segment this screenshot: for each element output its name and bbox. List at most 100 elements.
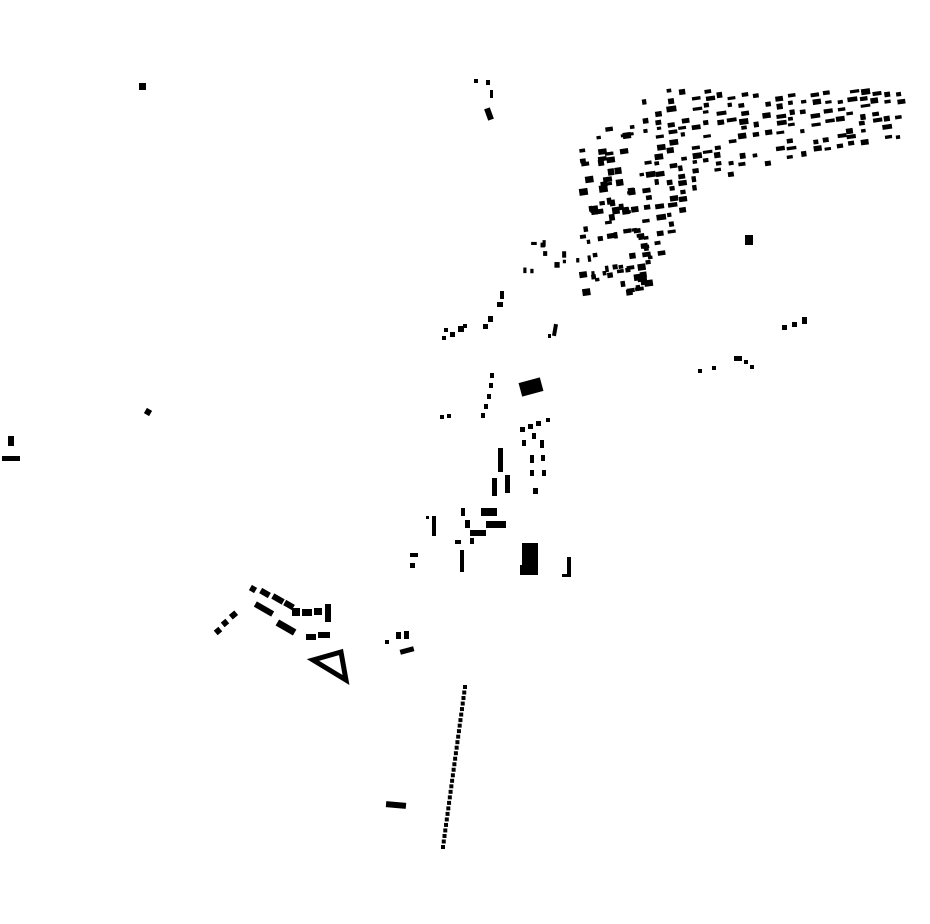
building xyxy=(860,128,866,133)
building xyxy=(454,745,459,750)
building xyxy=(410,553,418,557)
buildings-layer xyxy=(2,79,906,849)
building xyxy=(847,140,855,146)
building xyxy=(410,563,415,568)
building xyxy=(739,152,746,160)
building xyxy=(641,99,647,105)
building xyxy=(443,828,448,833)
building xyxy=(457,723,462,728)
building xyxy=(786,154,793,160)
building xyxy=(487,394,491,399)
building xyxy=(484,404,488,409)
building xyxy=(531,241,537,245)
building xyxy=(728,160,734,166)
building xyxy=(858,120,866,126)
building xyxy=(606,151,613,156)
building xyxy=(540,440,544,448)
building xyxy=(396,632,401,639)
building xyxy=(666,105,677,113)
building xyxy=(486,80,490,85)
building xyxy=(460,550,464,572)
building xyxy=(727,171,735,178)
building xyxy=(705,95,716,102)
building xyxy=(450,773,455,778)
building xyxy=(678,173,686,180)
building xyxy=(580,161,590,167)
building xyxy=(253,601,275,617)
building xyxy=(698,369,702,373)
building xyxy=(581,288,591,297)
building xyxy=(836,143,844,149)
building xyxy=(441,839,446,844)
building xyxy=(655,134,665,139)
building xyxy=(213,626,223,636)
building xyxy=(800,150,807,158)
building xyxy=(523,267,527,274)
building xyxy=(497,302,503,307)
building xyxy=(607,168,615,176)
building xyxy=(248,584,258,594)
building xyxy=(463,685,467,689)
building xyxy=(792,322,797,327)
building xyxy=(737,132,747,140)
building xyxy=(613,231,618,239)
building xyxy=(530,470,534,476)
building xyxy=(654,203,665,210)
building xyxy=(882,123,893,130)
building xyxy=(302,609,312,616)
building xyxy=(579,234,587,239)
building xyxy=(810,92,820,98)
building xyxy=(894,114,902,120)
building xyxy=(667,201,678,208)
building xyxy=(586,239,591,245)
building xyxy=(441,845,445,849)
building xyxy=(643,279,654,287)
building xyxy=(498,448,503,472)
building xyxy=(776,103,784,110)
building xyxy=(606,272,614,279)
building xyxy=(716,110,727,116)
building xyxy=(629,124,635,130)
building xyxy=(822,90,830,96)
building xyxy=(835,115,845,122)
building xyxy=(578,271,588,279)
building xyxy=(860,103,871,108)
building xyxy=(800,99,807,104)
building xyxy=(567,557,571,577)
building xyxy=(740,110,750,117)
building xyxy=(738,161,746,167)
building xyxy=(895,135,901,140)
building xyxy=(799,109,806,115)
building xyxy=(787,116,794,121)
building xyxy=(823,108,834,114)
building xyxy=(490,90,493,98)
building xyxy=(606,197,612,205)
building xyxy=(750,365,754,369)
building xyxy=(728,138,737,144)
building xyxy=(789,109,796,116)
building xyxy=(643,204,651,211)
building xyxy=(562,574,570,577)
building xyxy=(530,268,534,274)
building xyxy=(883,115,891,122)
building xyxy=(578,187,589,196)
building xyxy=(8,436,14,446)
building xyxy=(452,762,457,767)
building xyxy=(628,252,637,260)
building xyxy=(837,133,847,139)
building xyxy=(666,179,673,186)
building xyxy=(518,377,544,397)
building xyxy=(611,206,621,215)
building xyxy=(597,148,608,155)
building xyxy=(599,200,606,206)
building xyxy=(583,226,589,233)
building xyxy=(776,119,787,126)
building xyxy=(655,119,662,126)
building xyxy=(448,789,453,794)
building xyxy=(542,470,546,476)
building xyxy=(444,817,449,822)
building xyxy=(752,153,758,158)
building xyxy=(657,250,666,256)
building xyxy=(802,317,807,324)
building xyxy=(692,106,703,112)
